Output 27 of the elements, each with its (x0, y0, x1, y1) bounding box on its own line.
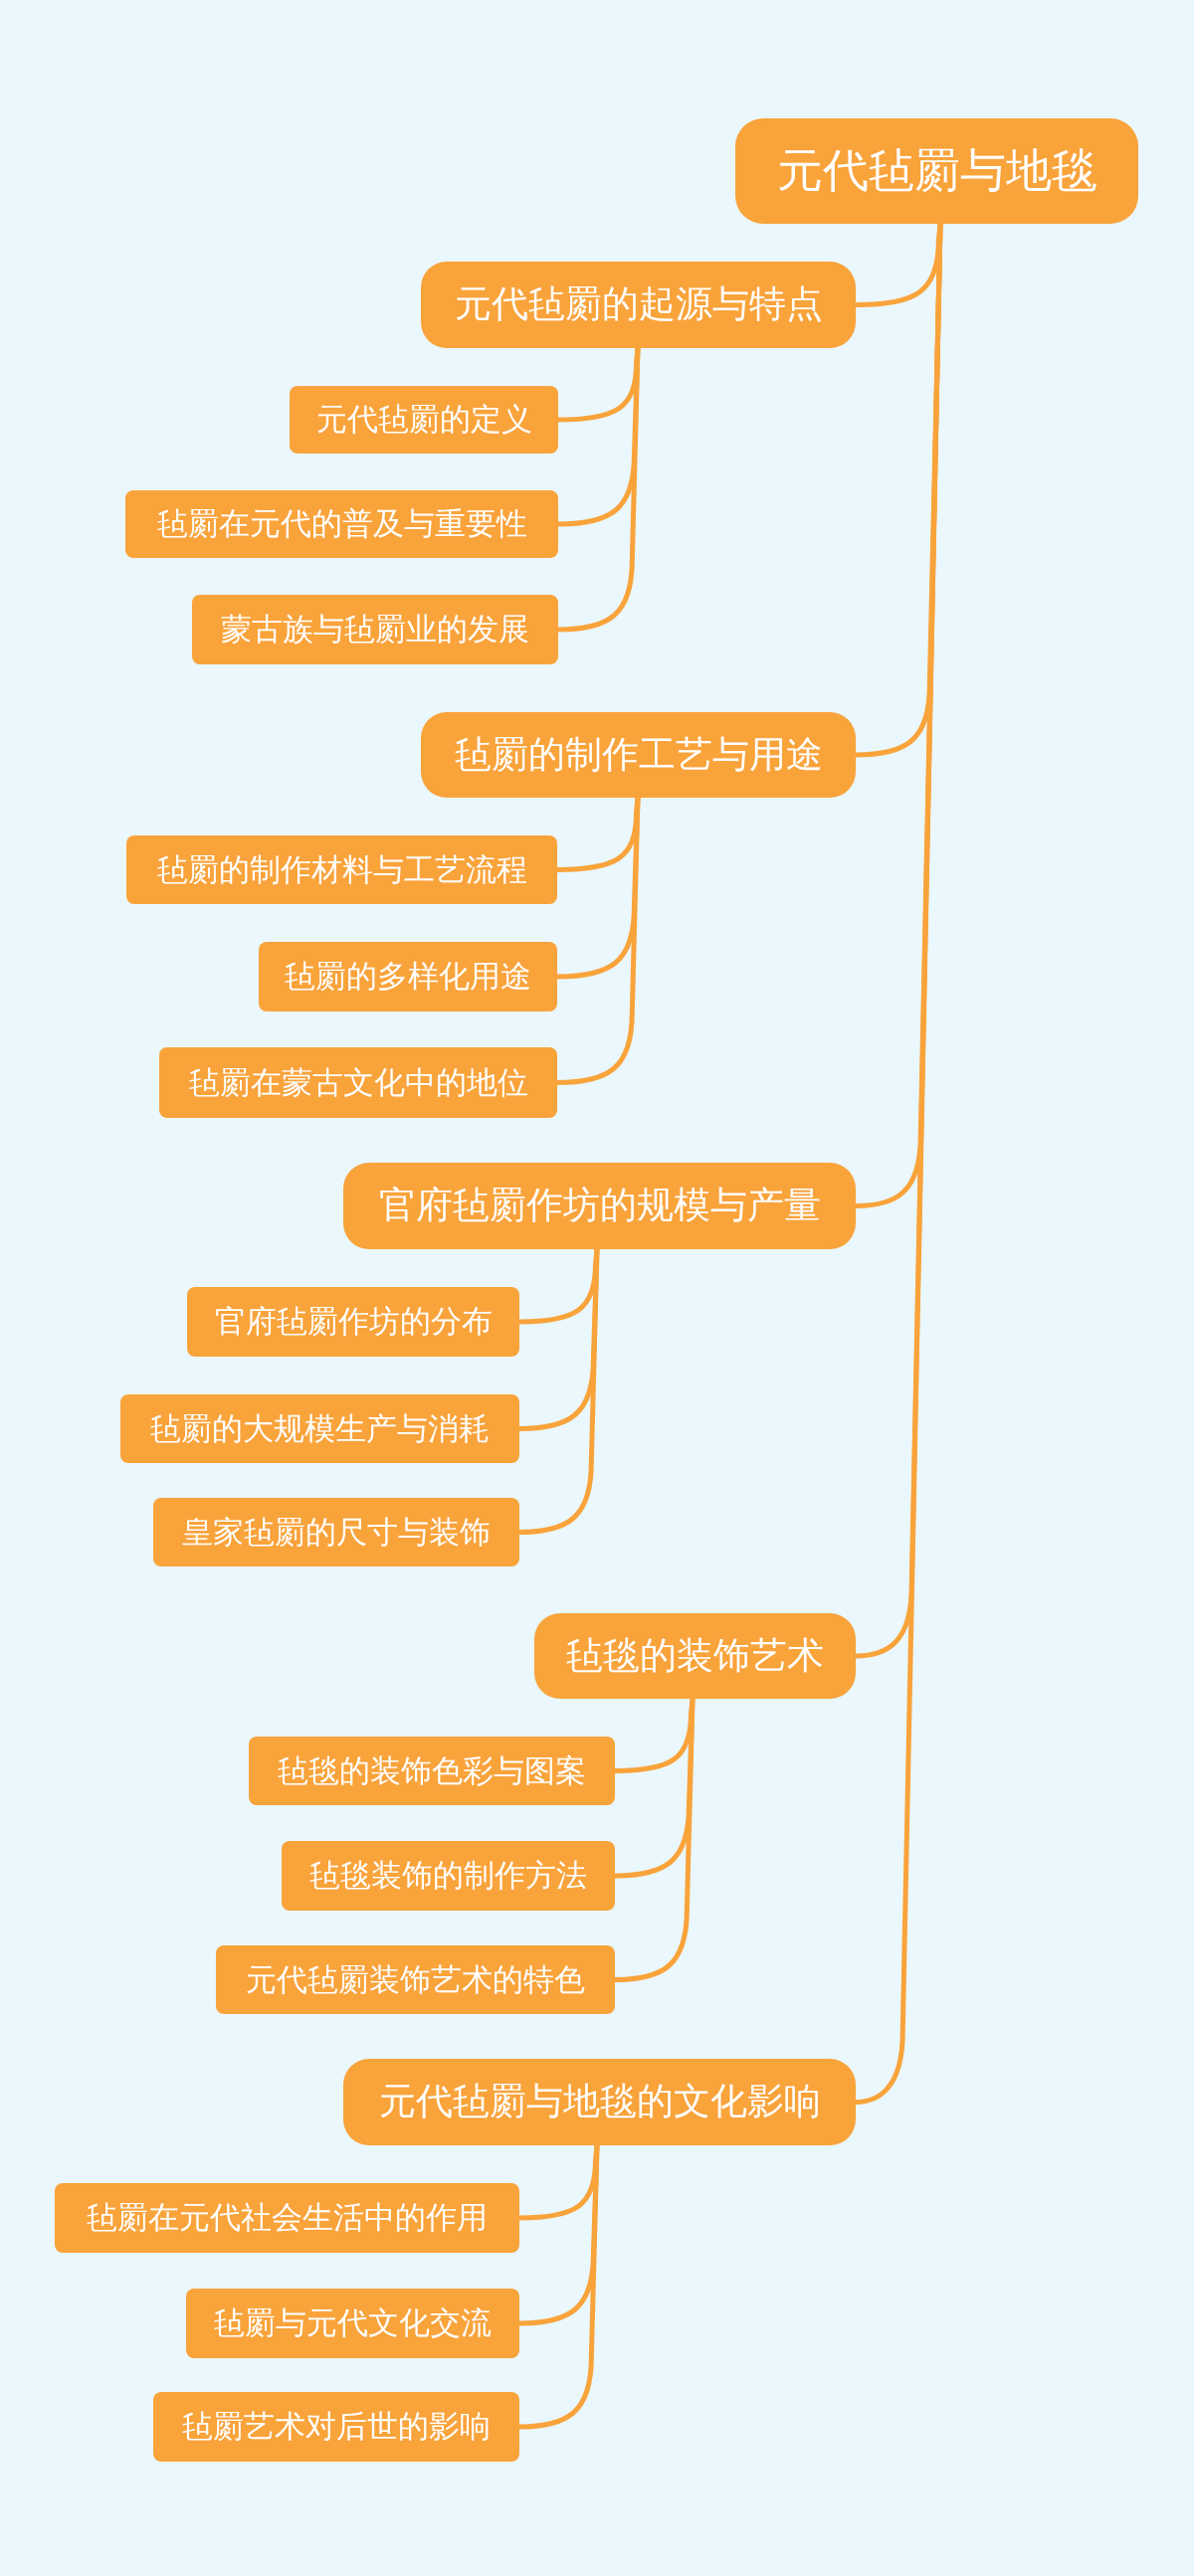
branch-line (614, 1698, 696, 1982)
topic-box: 毡罽的制作工艺与用途 (421, 712, 856, 798)
topic-box: 毡毯的装饰艺术 (534, 1613, 856, 1699)
branch-line (518, 2144, 600, 2430)
branch-line (556, 797, 641, 1085)
topic-box: 元代毡罽与地毯的文化影响 (343, 2059, 856, 2145)
subtopic-box: 官府毡罽作坊的分布 (187, 1287, 519, 1357)
subtopic-box: 毡毯的装饰色彩与图案 (249, 1737, 615, 1805)
branch-line (855, 223, 943, 2105)
subtopic-box: 毡罽在蒙古文化中的地位 (159, 1047, 557, 1118)
subtopic-box: 毡罽在元代的普及与重要性 (125, 490, 558, 558)
subtopic-box: 元代毡罽装饰艺术的特色 (216, 1945, 615, 2014)
central-topic-box: 元代毡罽与地毯 (735, 118, 1138, 224)
subtopic-box: 毡罽的多样化用途 (259, 942, 557, 1012)
branch-line (557, 347, 641, 633)
subtopic-box: 毡罽的制作材料与工艺流程 (126, 835, 557, 904)
subtopic-box: 蒙古族与毡罽业的发展 (192, 595, 558, 664)
subtopic-box: 毡罽艺术对后世的影响 (153, 2392, 519, 2462)
subtopic-box: 毡罽与元代文化交流 (186, 2289, 519, 2358)
subtopic-box: 皇家毡罽的尺寸与装饰 (153, 1498, 519, 1566)
subtopic-box: 毡毯装饰的制作方法 (282, 1841, 615, 1911)
subtopic-box: 毡罽的大规模生产与消耗 (120, 1394, 519, 1463)
subtopic-box: 元代毡罽的定义 (290, 386, 558, 454)
subtopic-box: 毡罽在元代社会生活中的作用 (55, 2183, 519, 2253)
topic-box: 官府毡罽作坊的规模与产量 (343, 1163, 856, 1249)
branch-line (518, 1248, 600, 1535)
topic-box: 元代毡罽的起源与特点 (421, 262, 856, 348)
